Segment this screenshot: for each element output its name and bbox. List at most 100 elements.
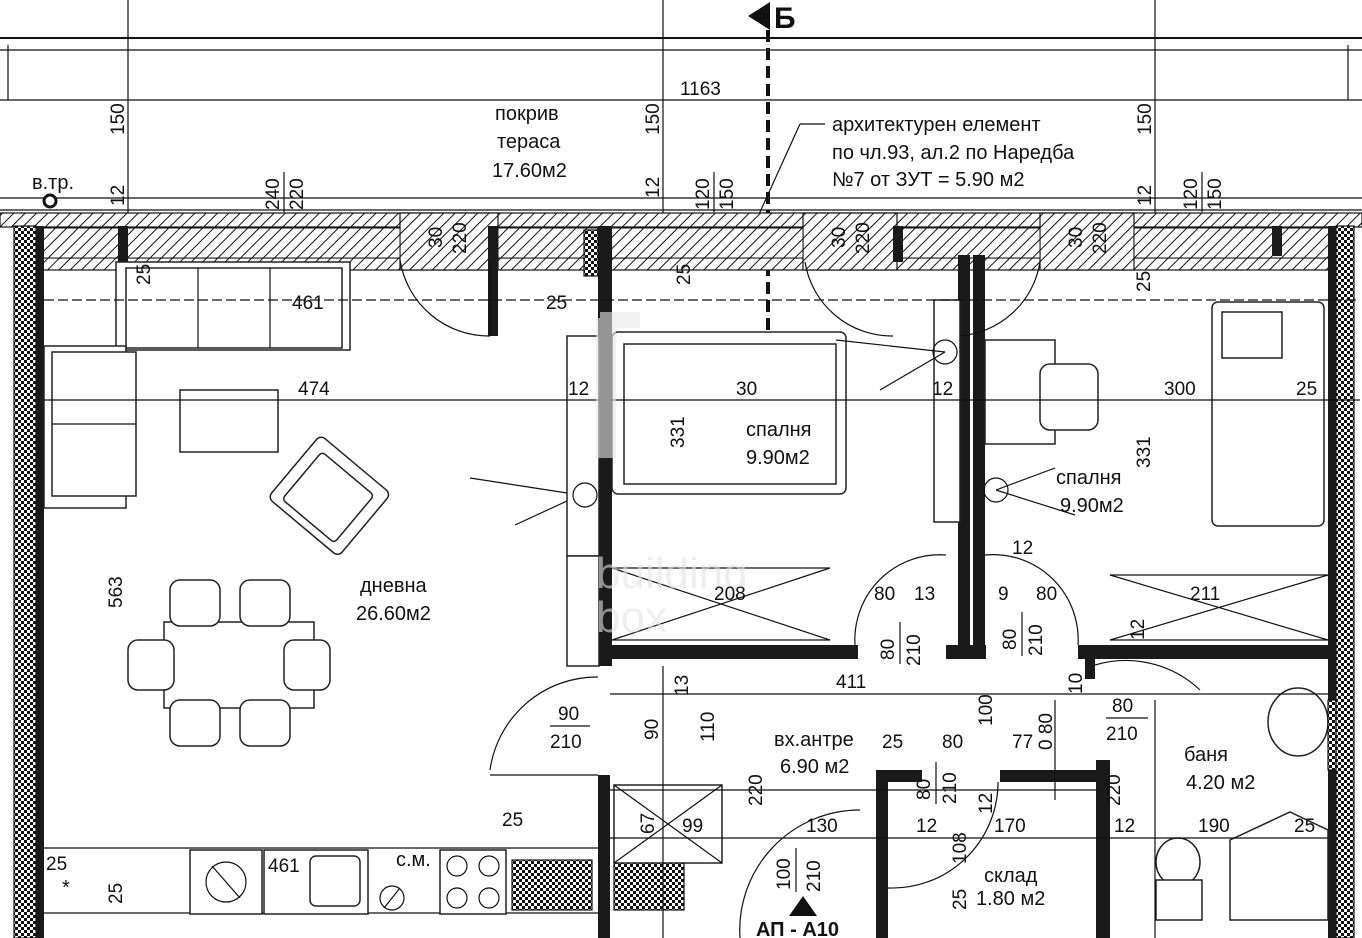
- dim-80b: 80: [1036, 584, 1057, 605]
- dim-25j: 25: [46, 854, 67, 875]
- dim-474: 474: [298, 379, 330, 400]
- dim-80a: 80: [874, 584, 895, 605]
- asterisk-mark: *: [62, 877, 70, 899]
- dim-210d: 210: [1106, 724, 1138, 745]
- watermark-line-2: box: [596, 593, 667, 642]
- dim-90b: 90: [642, 719, 663, 740]
- dim-461b: 461: [268, 856, 300, 877]
- dim-80g: 80: [914, 779, 935, 800]
- dim-150e: 150: [1205, 178, 1226, 210]
- stair-label: АП - А10: [756, 919, 839, 938]
- dim-12h: 12: [976, 793, 997, 814]
- bedroom2-area: 9.90м2: [1060, 495, 1124, 517]
- terrace-name: покрив: [495, 103, 559, 125]
- dim-150c: 150: [1135, 103, 1156, 135]
- dim-80f: 80: [942, 732, 963, 753]
- dim-220c: 220: [853, 222, 874, 254]
- dim-25k: 25: [106, 883, 127, 904]
- dim-210b: 210: [1026, 624, 1047, 656]
- dim-331b: 331: [1134, 436, 1155, 468]
- dim-110: 110: [698, 712, 719, 742]
- dim-208: 208: [714, 584, 746, 605]
- dim-25b: 25: [134, 264, 155, 285]
- dim-170: 170: [994, 816, 1026, 837]
- dim-90a: 90: [558, 704, 579, 725]
- dim-80e: 80: [1112, 696, 1133, 717]
- dim-10: 10: [1066, 673, 1087, 694]
- dim-108: 108: [950, 832, 971, 864]
- note-line-3: №7 от ЗУТ = 5.90 м2: [832, 169, 1024, 191]
- dimensions-horizontal: 1163 461 25 474 12 30 12 300 25 12 208 8…: [46, 79, 1317, 899]
- drain-icon: [42, 193, 58, 209]
- dim-30c: 30: [1066, 227, 1087, 248]
- entrance-furniture: [613, 784, 817, 916]
- walls: [13, 225, 1355, 938]
- note-line-1: архитектурен елемент: [832, 114, 1041, 136]
- dim-12a: 12: [108, 185, 129, 206]
- watermark: building box: [596, 312, 748, 642]
- dim-25f: 25: [882, 732, 903, 753]
- dim-12d: 12: [568, 379, 589, 400]
- dim-12g: 12: [1128, 619, 1149, 640]
- dim-12f: 12: [1012, 538, 1033, 559]
- dim-67: 67: [638, 813, 659, 834]
- bedroom2-name: спалня: [1056, 467, 1122, 489]
- terrace-area: 17.60м2: [492, 160, 567, 182]
- top-dimension-lines: [0, 0, 1362, 215]
- dim-100a: 100: [976, 694, 997, 726]
- terrace-name-2: тераса: [497, 131, 561, 153]
- dim-30b: 30: [829, 227, 850, 248]
- dim-25i: 25: [950, 889, 971, 910]
- dim-150a: 150: [108, 103, 129, 135]
- terrace-slab: [0, 212, 1362, 271]
- section-marker-label: Б: [774, 2, 796, 35]
- dim-9: 9: [998, 584, 1009, 605]
- dim-30a: 30: [426, 227, 447, 248]
- dim-80c: 80: [878, 639, 899, 660]
- dim-563: 563: [106, 576, 127, 608]
- doors: [399, 259, 1201, 938]
- dim-13b: 13: [672, 675, 693, 696]
- dimensions-vertical: 150 150 150 12 12 12 240 220 120 150 120…: [106, 103, 1226, 910]
- dim-25h: 25: [1294, 816, 1315, 837]
- living-name: дневна: [360, 575, 428, 597]
- dim-211: 211: [1190, 584, 1220, 605]
- bedroom1-area: 9.90м2: [746, 447, 810, 469]
- bedroom2-furniture: [983, 301, 1329, 641]
- dim-220d: 220: [1090, 222, 1111, 254]
- note-line-2: по чл.93, ал.2 по Наредба: [832, 142, 1075, 164]
- living-area: 26.60м2: [356, 603, 431, 625]
- dim-461a: 461: [292, 293, 324, 314]
- dim-300: 300: [1164, 379, 1196, 400]
- dim-25e: 25: [1296, 379, 1317, 400]
- dim-12j: 12: [1114, 816, 1135, 837]
- dim-12b: 12: [643, 177, 664, 198]
- dim-120a: 120: [693, 178, 714, 210]
- dim-25d: 25: [1134, 271, 1155, 292]
- entrance-name: вх.антре: [774, 729, 854, 751]
- dim-12e: 12: [932, 379, 953, 400]
- dim-12i: 12: [916, 816, 937, 837]
- living-furniture: [43, 261, 600, 747]
- dim-240: 240: [263, 178, 284, 210]
- dim-220f: 220: [1104, 774, 1125, 806]
- dim-100b: 100: [774, 858, 795, 890]
- dim-210c: 210: [550, 732, 582, 753]
- dim-12c: 12: [1135, 185, 1156, 206]
- room-labels: дневна 26.60м2 спалня 9.90м2 спалня 9.90…: [356, 419, 1255, 938]
- dim-411: 411: [836, 672, 866, 693]
- bedroom1-name: спалня: [746, 419, 812, 441]
- dim-220a: 220: [287, 178, 308, 210]
- dim-331a: 331: [668, 416, 689, 448]
- bedroom1-furniture: [611, 299, 961, 641]
- kitchen-furniture: [44, 847, 685, 915]
- dim-220b: 220: [450, 222, 471, 254]
- drain-label: в.тр.: [32, 172, 74, 194]
- watermark-line-1: building: [596, 549, 748, 598]
- dim-080: 0 80: [1036, 713, 1057, 750]
- dim-210e: 210: [940, 772, 961, 804]
- bathroom-area: 4.20 м2: [1186, 772, 1255, 794]
- dim-80d: 80: [1000, 629, 1021, 650]
- dim-190: 190: [1198, 816, 1230, 837]
